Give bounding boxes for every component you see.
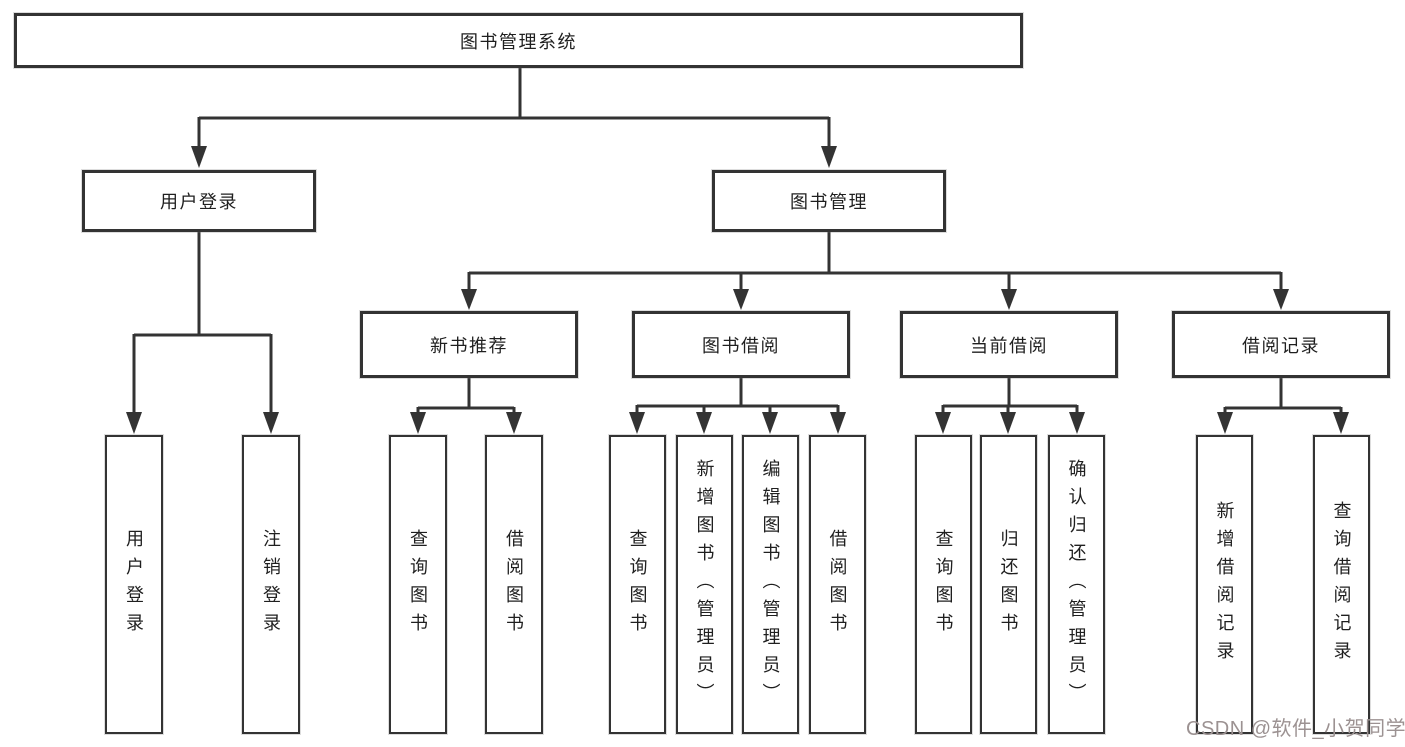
leaf-query-borrow-record: 查询借阅记录 [1313, 435, 1370, 734]
node-book-borrow: 图书借阅 [632, 311, 850, 378]
node-borrow-record: 借阅记录 [1172, 311, 1390, 378]
node-book-management: 图书管理 [712, 170, 946, 232]
csdn-watermark: CSDN @软件_小贺同学 [1186, 718, 1405, 740]
leaf-query-book-3: 查询图书 [915, 435, 972, 734]
leaf-logout: 注销登录 [242, 435, 300, 734]
leaf-logout-label: 注销登录 [261, 528, 281, 641]
leaf-edit-book-admin-label: 编辑图书（管理员） [760, 458, 781, 711]
leaf-add-book-admin-label: 新增图书（管理员） [694, 458, 715, 711]
leaf-return-book: 归还图书 [980, 435, 1037, 734]
leaf-edit-book-admin: 编辑图书（管理员） [742, 435, 799, 734]
leaf-query-borrow-record-label: 查询借阅记录 [1331, 500, 1352, 669]
leaf-borrow-book-1-label: 借阅图书 [504, 528, 524, 641]
node-new-book-recommend: 新书推荐 [360, 311, 578, 378]
leaf-confirm-return-admin: 确认归还（管理员） [1048, 435, 1105, 734]
leaf-query-book-1: 查询图书 [389, 435, 447, 734]
node-library-management-system: 图书管理系统 [14, 13, 1023, 68]
leaf-borrow-book-1: 借阅图书 [485, 435, 543, 734]
leaf-borrow-book-2: 借阅图书 [809, 435, 866, 734]
leaf-confirm-return-admin-label: 确认归还（管理员） [1066, 458, 1087, 711]
leaf-add-book-admin: 新增图书（管理员） [676, 435, 733, 734]
node-user-login: 用户登录 [82, 170, 316, 232]
leaf-query-book-2-label: 查询图书 [627, 528, 648, 641]
leaf-add-borrow-record-label: 新增借阅记录 [1214, 500, 1235, 669]
leaf-query-book-1-label: 查询图书 [408, 528, 428, 641]
leaf-query-book-2: 查询图书 [609, 435, 666, 734]
leaf-return-book-label: 归还图书 [998, 528, 1019, 641]
leaf-user-login-label: 用户登录 [124, 528, 144, 641]
node-current-borrow: 当前借阅 [900, 311, 1118, 378]
leaf-borrow-book-2-label: 借阅图书 [827, 528, 848, 641]
leaf-add-borrow-record: 新增借阅记录 [1196, 435, 1253, 734]
leaf-query-book-3-label: 查询图书 [933, 528, 954, 641]
leaf-user-login: 用户登录 [105, 435, 163, 734]
